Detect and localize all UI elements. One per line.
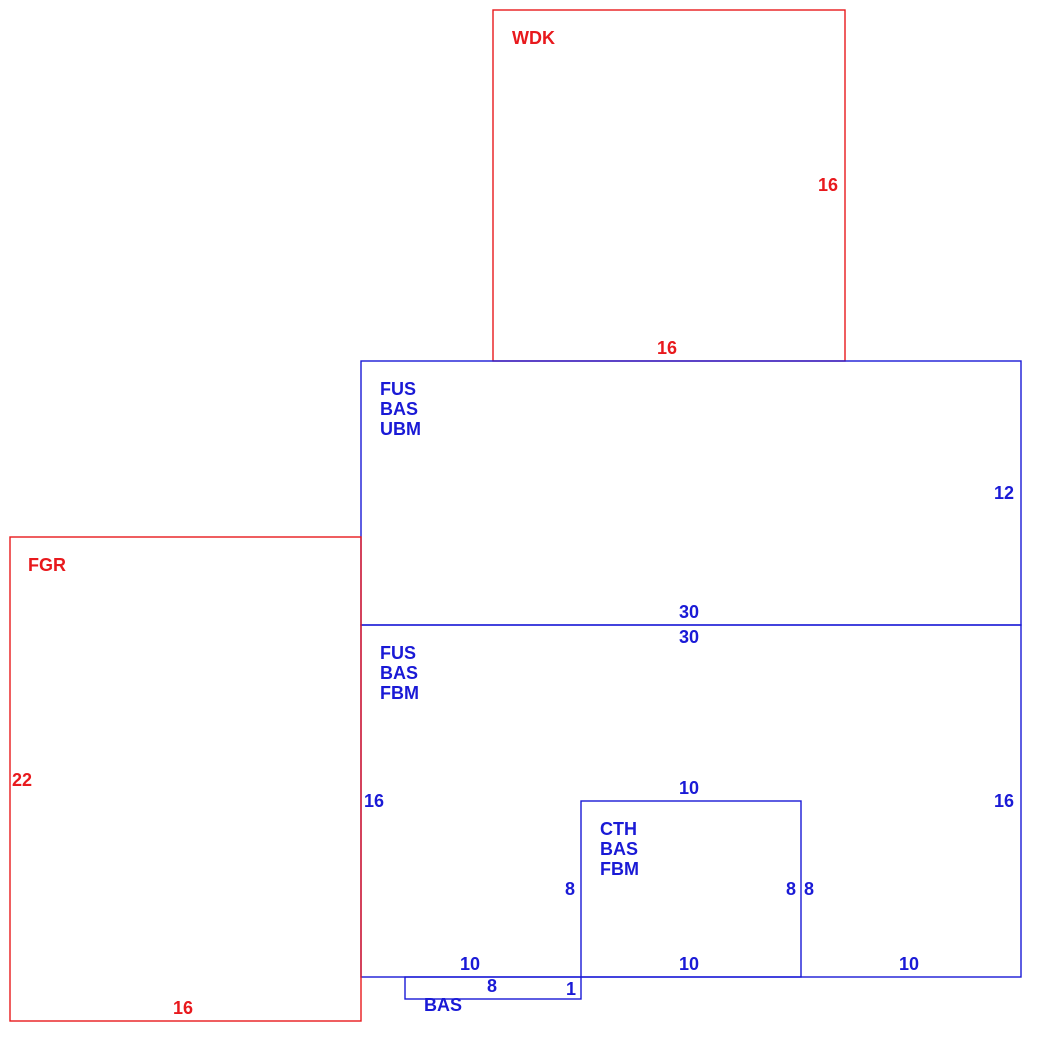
lower-block-code-2: BAS <box>380 663 418 683</box>
bas-strip-code-label: BAS <box>424 995 462 1015</box>
upper-block-code-2: BAS <box>380 399 418 419</box>
cth-outline <box>580 800 802 978</box>
wdk-side-dimension: 16 <box>818 175 838 195</box>
cth-bottom-dimension: 10 <box>679 954 699 974</box>
wdk-area: WDK 16 16 <box>492 9 846 362</box>
upper-block-bottom-dimension: 30 <box>679 602 699 622</box>
cth-right-inner-dimension: 8 <box>786 879 796 899</box>
lower-block-top-dimension: 30 <box>679 627 699 647</box>
cth-code-3: FBM <box>600 859 639 879</box>
lower-block-right-dimension: 16 <box>994 791 1014 811</box>
lower-block-code-1: FUS <box>380 643 416 663</box>
cth-area: 10 CTH BAS FBM 8 8 8 10 <box>565 778 814 978</box>
upper-block-side-dimension: 12 <box>994 483 1014 503</box>
upper-block-code-1: FUS <box>380 379 416 399</box>
cth-right-outer-dimension: 8 <box>804 879 814 899</box>
lower-block-bottom-right-dimension: 10 <box>899 954 919 974</box>
bas-strip-depth-dimension: 1 <box>566 979 576 999</box>
wdk-outline <box>492 9 846 362</box>
upper-block-outline <box>360 360 1022 626</box>
fgr-outline <box>9 536 362 1022</box>
fgr-side-dimension: 22 <box>12 770 32 790</box>
fgr-code-label: FGR <box>28 555 66 575</box>
upper-block-code-3: UBM <box>380 419 421 439</box>
bas-strip-length-dimension: 8 <box>487 976 497 996</box>
lower-block-left-dimension: 16 <box>364 791 384 811</box>
cth-top-dimension: 10 <box>679 778 699 798</box>
lower-block-bottom-left-dimension: 10 <box>460 954 480 974</box>
bas-strip-area: 8 1 BAS <box>404 976 582 1015</box>
upper-block-area: FUS BAS UBM 12 30 <box>360 360 1022 626</box>
bas-strip-outline <box>404 976 582 1000</box>
fgr-bottom-dimension: 16 <box>173 998 193 1018</box>
wdk-bottom-dimension: 16 <box>657 338 677 358</box>
lower-block-code-3: FBM <box>380 683 419 703</box>
cth-left-dimension: 8 <box>565 879 575 899</box>
wdk-code-label: WDK <box>512 28 555 48</box>
cth-code-1: CTH <box>600 819 637 839</box>
cth-code-2: BAS <box>600 839 638 859</box>
fgr-area: FGR 22 16 <box>9 536 362 1022</box>
